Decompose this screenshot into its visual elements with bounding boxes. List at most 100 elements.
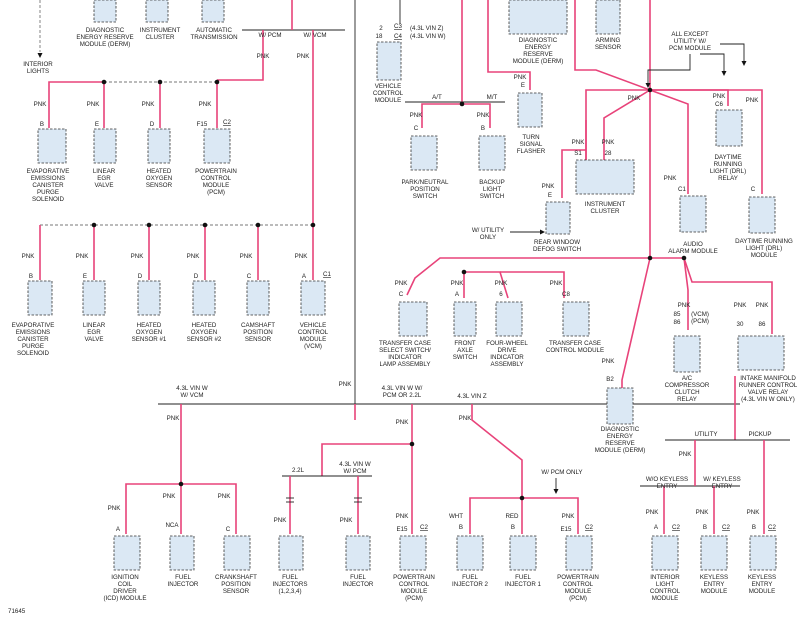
pin-86: 86 — [759, 321, 766, 328]
pin-86: 86 — [674, 319, 681, 326]
backup-label: BACKUP — [479, 179, 504, 186]
drl-relay-label: DAYTIME — [714, 154, 741, 161]
w-pcm-only-arrow — [553, 489, 559, 494]
kecm-label: ENTRY — [704, 581, 725, 588]
splice-dot — [202, 222, 208, 228]
pin-e15: E15 — [560, 526, 572, 533]
evap2-label: EVAPORATIVE — [12, 322, 55, 329]
wire-color-pnk: PNK — [477, 112, 491, 119]
ac-label: RELAY — [677, 396, 697, 403]
splice-dot — [178, 481, 184, 487]
inj2-wire — [469, 497, 522, 534]
pin-e15: E15 — [396, 526, 408, 533]
ilcm-label: CONTROL — [650, 588, 681, 595]
front-axle-label: SWITCH — [453, 354, 477, 361]
defog-wire — [561, 149, 586, 198]
w-vcm-label: W/ VCM — [303, 32, 326, 39]
wire-color-pnk: PNK — [542, 183, 556, 190]
pin-2: 2 — [379, 25, 383, 32]
trans-top-label: AUTOMATIC — [196, 27, 232, 34]
wire-color-pnk: PNK — [664, 175, 678, 182]
w-utility-arrow — [540, 229, 545, 235]
tccm-label: TRANSFER CASE — [549, 340, 601, 347]
derm-arming-wire — [574, 0, 651, 91]
pin-b: B — [40, 121, 44, 128]
pin-e: E — [521, 82, 525, 89]
pin-28: 28 — [605, 150, 612, 157]
icd-label: (ICD) MODULE — [104, 595, 147, 602]
inj134-label: FUEL — [282, 574, 298, 581]
wire-color-pnk: PNK — [602, 358, 616, 365]
wires-layer — [39, 0, 790, 534]
splice-dot — [647, 87, 653, 93]
evap1-wire — [48, 81, 104, 128]
pickup-label: PICKUP — [748, 431, 771, 438]
audio-label: ALARM MODULE — [668, 248, 718, 255]
egr2-box — [82, 280, 106, 316]
pcm1-label: (PCM) — [207, 189, 225, 196]
derm2-label: DIAGNOSTIC — [601, 426, 640, 433]
derm-top2-label: DIAGNOSTIC — [519, 37, 558, 44]
o2-1-label: HEATED — [147, 168, 172, 175]
wire-color-pnk: PNK — [187, 253, 201, 260]
splice-dot — [91, 222, 97, 228]
inj134-label: (1,2,3,4) — [278, 588, 301, 595]
wire-color-pnk: PNK — [602, 139, 616, 146]
icd-label: COIL — [118, 581, 133, 588]
inj1-label: INJECTOR 1 — [505, 581, 542, 588]
wire-color-pnk: PNK — [167, 415, 181, 422]
wire-color-pnk: PNK — [410, 112, 424, 119]
fwd-label: ASSEMBLY — [491, 361, 524, 368]
derm-top-label: MODULE (DERM) — [80, 41, 131, 48]
splice-dot — [310, 222, 316, 228]
wire-color-pnk: PNK — [142, 101, 156, 108]
wire-color-pnk: PNK — [459, 415, 473, 422]
tccm-wire — [500, 271, 565, 298]
tcase-select-label: INDICATOR — [388, 354, 422, 361]
splice-dot — [409, 441, 415, 447]
inj2-box — [456, 535, 484, 571]
backup-box — [478, 135, 506, 171]
arming-label: SENSOR — [595, 44, 622, 51]
inj-box — [169, 535, 195, 571]
pcm-b-label: MODULE — [565, 588, 591, 595]
wire-color-pnk: PNK — [756, 302, 770, 309]
w-keyless-label: ENTRY — [712, 483, 733, 490]
derm-top2-label: RESERVE — [523, 51, 552, 58]
pin-c: C — [247, 273, 252, 280]
vcm-top-label: VEHICLE — [375, 83, 401, 90]
w-keyless-label: W/ KEYLESS — [703, 476, 740, 483]
o2-s2-label: HEATED — [192, 322, 217, 329]
vcm-top-label: CONTROL — [373, 90, 404, 97]
ilcm-box — [651, 535, 679, 571]
pin-c: C — [751, 186, 756, 193]
cluster-top-label: CLUSTER — [146, 34, 175, 41]
wire-color-pnk: PNK — [240, 253, 254, 260]
front-axle-label: AXLE — [457, 347, 473, 354]
o2-s1-box — [137, 280, 161, 316]
splice-dot — [461, 269, 467, 275]
derm-top-label: DIAGNOSTIC — [86, 27, 125, 34]
inj-b-box — [345, 535, 371, 571]
all-except-label: ALL EXCEPT — [671, 31, 708, 38]
o2-s2-label: OXYGEN — [191, 329, 217, 336]
pin-nca: NCA — [165, 522, 179, 529]
pin-c3: C3 — [394, 23, 402, 30]
derm2-wire — [621, 257, 651, 388]
kem-label: ENTRY — [752, 581, 773, 588]
inj-label: FUEL — [175, 574, 191, 581]
interior-lights-label: LIGHTS — [27, 68, 49, 75]
wire-color-pnk: PNK — [76, 253, 90, 260]
vin-z-label: (4.3L VIN Z) — [410, 25, 443, 32]
kem-label: KEYLESS — [748, 574, 776, 581]
inj1-box — [509, 535, 537, 571]
splice-dot — [681, 255, 687, 261]
cam-label: SENSOR — [245, 336, 272, 343]
derm-top-label: ENERGY RESERVE — [76, 34, 133, 41]
vcm-top-label: MODULE — [375, 97, 401, 104]
pin-d: D — [150, 121, 155, 128]
inj134-label: INJECTORS — [273, 581, 308, 588]
pin-b: B — [481, 125, 485, 132]
